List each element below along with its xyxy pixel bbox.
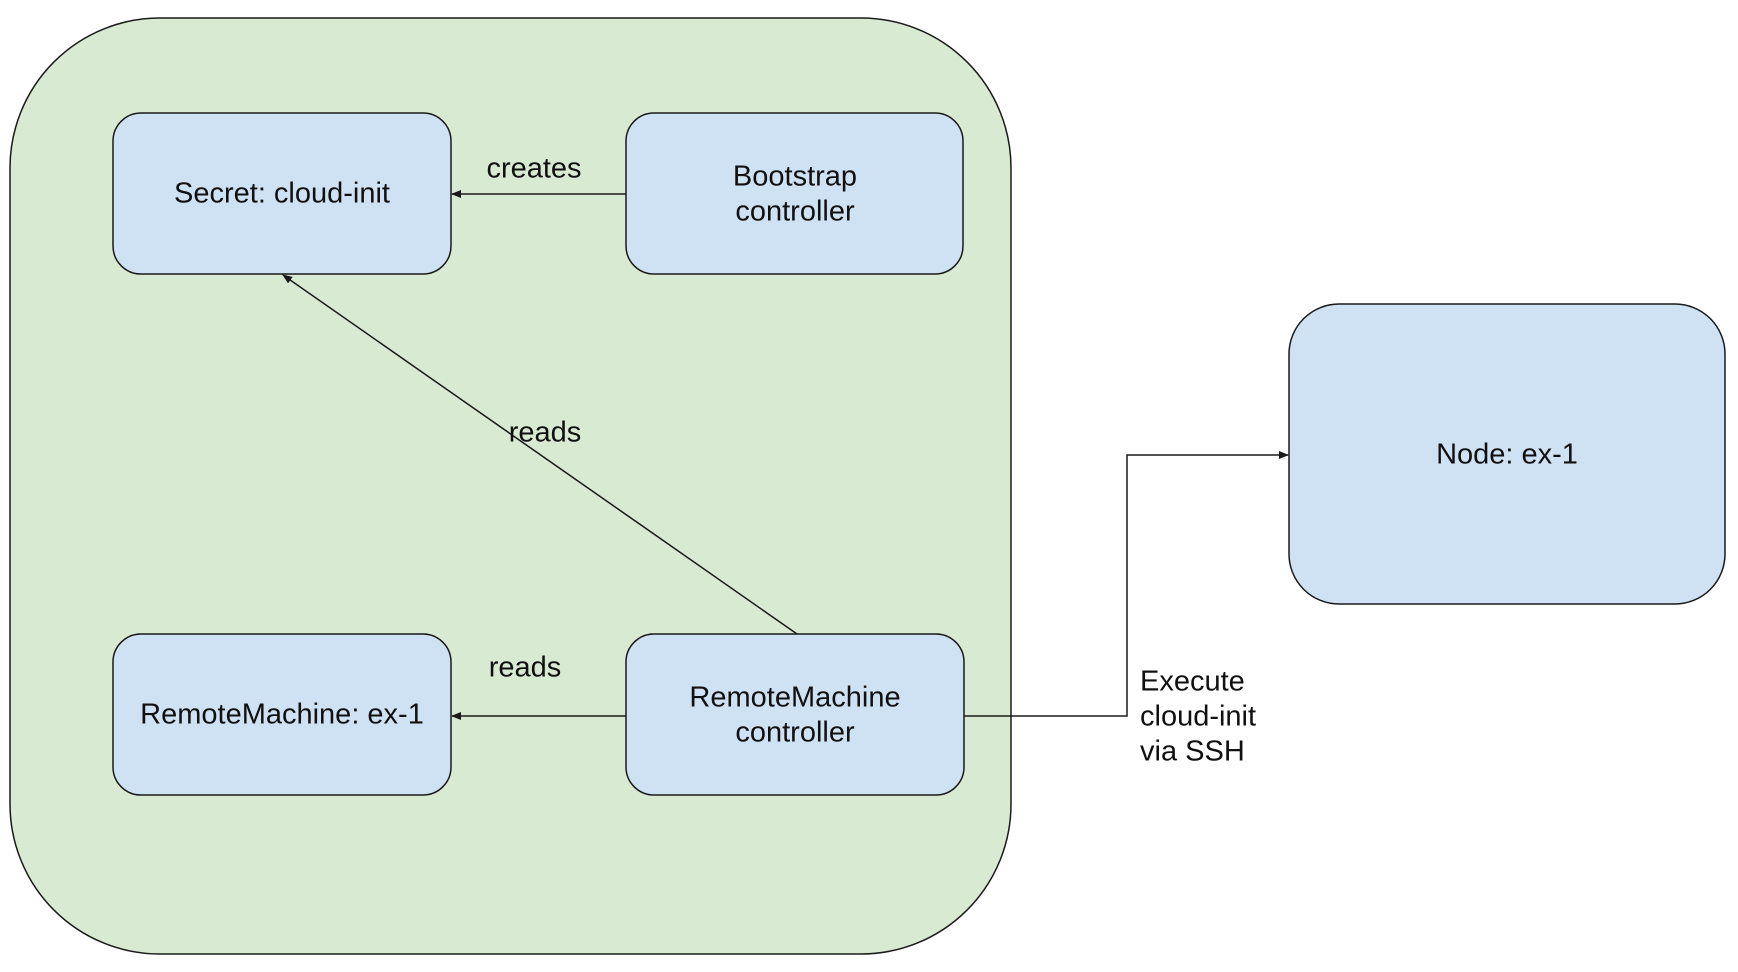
node-label: RemoteMachine: ex-1 (140, 699, 424, 731)
node-remote-machine-controller[interactable]: RemoteMachine controller (625, 633, 965, 796)
node-label: Node: ex-1 (1436, 439, 1578, 471)
edge-label-line-3: via SSH (1140, 736, 1245, 768)
edge-label-line-1: Execute (1140, 666, 1245, 698)
edge-reads-secret: reads (282, 274, 798, 635)
node-label: Secret: cloud-init (174, 178, 390, 210)
edge-line (282, 274, 798, 635)
edge-line (964, 451, 1289, 717)
node-label-line-2: controller (735, 717, 855, 749)
node-label-line-2: controller (735, 196, 855, 228)
edge-label: reads (509, 417, 582, 449)
edge-creates: creates (451, 153, 626, 198)
node-box (1288, 303, 1726, 605)
edge-label: creates (486, 153, 581, 185)
node-secret-cloud-init[interactable]: Secret: cloud-init (112, 112, 452, 275)
node-remote-machine-ex-1[interactable]: RemoteMachine: ex-1 (112, 633, 452, 796)
node-box (625, 633, 965, 796)
node-label-line-1: RemoteMachine (689, 682, 900, 714)
edge-execute-cloud-init: Execute cloud-init via SSH (964, 451, 1289, 768)
edge-reads-remote-machine: reads (451, 652, 626, 720)
edge-label-line-2: cloud-init (1140, 701, 1256, 733)
node-bootstrap-controller[interactable]: Bootstrap controller (625, 112, 964, 275)
node-ex-1[interactable]: Node: ex-1 (1288, 303, 1726, 605)
edge-label: reads (489, 652, 562, 684)
node-label-line-1: Bootstrap (733, 161, 857, 193)
node-box (625, 112, 964, 275)
